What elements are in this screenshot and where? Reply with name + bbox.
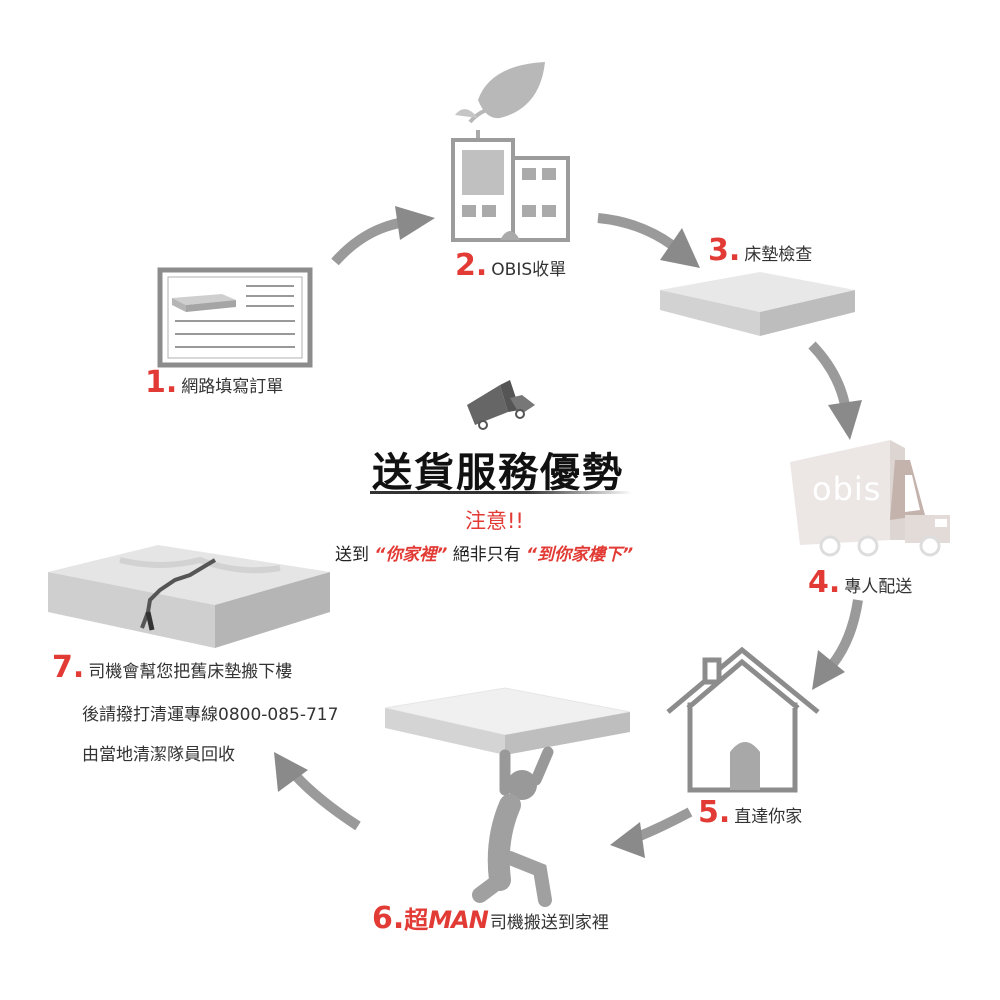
- step-7-label: 7. 司機會幫您把舊床墊搬下樓 後請撥打清運專線0800-085-717 由當地…: [52, 650, 338, 765]
- step-7-number: 7.: [52, 650, 85, 685]
- notice-heading: 注意!!: [465, 509, 524, 533]
- step-6-label: 6. 超 MAN 司機搬送到家裡: [372, 900, 609, 936]
- step-4-label: 4. 專人配送: [808, 565, 912, 600]
- house-icon: [666, 646, 820, 793]
- step-6-man: MAN: [428, 906, 489, 934]
- step-6-text: 司機搬送到家裡: [489, 913, 609, 933]
- step-1-number: 1.: [145, 365, 178, 400]
- step-1-text: 網路填寫訂單: [181, 377, 284, 397]
- step-2-label: 2. OBIS收單: [455, 248, 566, 283]
- notice-prefix: 送到: [335, 545, 369, 565]
- arrow-2-to-3: [597, 213, 700, 268]
- step-3-number: 3.: [708, 233, 741, 268]
- step-2-number: 2.: [455, 248, 488, 283]
- carrying-person-icon: [384, 687, 631, 907]
- truck-icon: [790, 440, 950, 557]
- arrow-4-to-5: [812, 599, 863, 690]
- arrow-6-to-7: [274, 752, 361, 831]
- step-5-label: 5. 直達你家: [698, 795, 802, 830]
- notice-quote-1: “你家裡”: [374, 545, 448, 565]
- title-underline: [370, 491, 632, 494]
- notice-text: 送到 “你家裡” 絕非只有 “到你家樓下”: [335, 540, 633, 565]
- small-truck-icon: [467, 380, 535, 430]
- page-title: 送貨服務優勢: [372, 450, 624, 496]
- step-7-line-3: 由當地清潔隊員回收: [82, 745, 235, 765]
- step-4-number: 4.: [808, 565, 841, 600]
- step-4-text: 專人配送: [844, 577, 913, 597]
- step-7-line-1: 7. 司機會幫您把舊床墊搬下樓: [52, 650, 292, 685]
- truck-logo: obis: [812, 470, 882, 508]
- factory-icon: [451, 62, 570, 242]
- step-6-super: 超: [404, 906, 429, 934]
- step-5-number: 5.: [698, 795, 731, 830]
- step-7-line-2: 後請撥打清運專線0800-085-717: [82, 705, 339, 725]
- order-form-icon: [157, 267, 313, 368]
- notice-quote-2: “到你家樓下”: [526, 545, 634, 565]
- mattress-icon: [660, 272, 855, 336]
- step-1-label: 1. 網路填寫訂單: [145, 365, 283, 400]
- notice-middle: 絕非只有: [452, 545, 521, 565]
- arrow-5-to-6: [610, 807, 693, 858]
- step-3-text: 床墊檢查: [744, 245, 813, 265]
- step-6-number: 6.: [372, 901, 405, 936]
- old-mattress-icon: [48, 545, 330, 648]
- step-2-text: OBIS收單: [491, 260, 567, 280]
- step-3-label: 3. 床墊檢查: [708, 233, 812, 268]
- step-7-text: 司機會幫您把舊床墊搬下樓: [88, 662, 293, 682]
- arrow-3-to-4: [808, 341, 862, 440]
- step-5-text: 直達你家: [734, 807, 803, 827]
- arrow-1-to-2: [331, 206, 435, 266]
